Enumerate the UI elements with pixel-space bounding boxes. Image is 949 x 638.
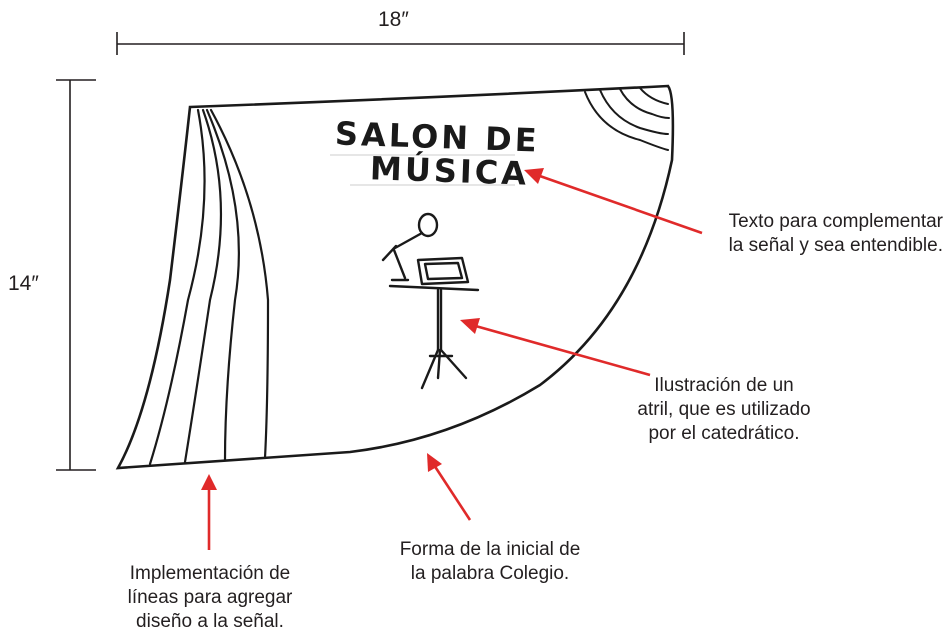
width-label: 18″ xyxy=(378,8,409,31)
curtain-lines-right xyxy=(584,87,670,151)
arrow-to-text xyxy=(524,168,703,235)
sign-outline xyxy=(115,84,675,470)
lines-note-line: Implementación de xyxy=(129,563,291,584)
music-stand-icon xyxy=(388,256,480,390)
curtain-lines-left xyxy=(148,108,270,466)
height-label: 14″ xyxy=(8,272,39,295)
title-highlight xyxy=(330,154,515,186)
text-note-line: Texto para complementar xyxy=(728,211,943,232)
shape-note-line: la palabra Colegio. xyxy=(410,563,570,584)
shape-note-line: Forma de la inicial de xyxy=(399,539,581,560)
illustration-note-line: atril, que es utilizado xyxy=(637,399,811,420)
arrow-to-shape xyxy=(427,453,472,521)
height-dimension-line xyxy=(56,79,96,471)
lines-note-line: líneas para agregar xyxy=(127,587,293,608)
illustration-note: Ilustración de un atril, que es utilizad… xyxy=(598,374,850,446)
lines-note-line: diseño a la señal. xyxy=(136,611,284,632)
shape-note: Forma de la inicial de la palabra Colegi… xyxy=(370,538,610,586)
width-dimension-line xyxy=(116,32,685,55)
microphone-icon xyxy=(381,212,439,280)
text-note-line: la señal y sea entendible. xyxy=(728,235,943,256)
arrow-to-lines xyxy=(201,474,217,550)
lines-note: Implementación de líneas para agregar di… xyxy=(100,562,320,634)
arrow-to-illustration xyxy=(460,318,651,377)
sign-title-line2: MÚSICA xyxy=(369,149,530,193)
illustration-note-line: Ilustración de un xyxy=(654,375,794,396)
illustration-note-line: por el catedrático. xyxy=(648,423,800,444)
text-note: Texto para complementar la señal y sea e… xyxy=(698,210,943,258)
